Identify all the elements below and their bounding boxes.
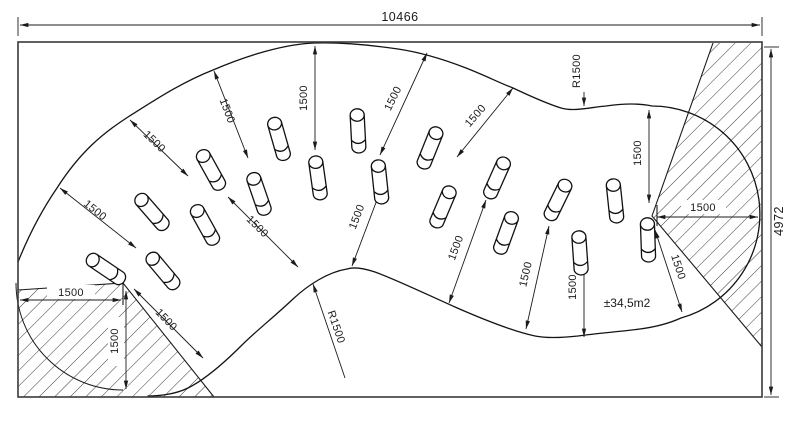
boundary-path: [17, 42, 761, 397]
overall-width-dimension: 10466: [17, 10, 763, 36]
post-cylinder: [134, 192, 170, 232]
post-cylinder: [195, 148, 227, 191]
spacing-dimension: 1500: [213, 70, 249, 159]
spacing-dimension: 1500: [456, 87, 514, 158]
svg-text:1500: 1500: [58, 287, 84, 299]
post-cylinder: [429, 185, 457, 229]
svg-text:1500: 1500: [446, 234, 466, 262]
spacing-dimension: 1500: [298, 45, 318, 151]
spacing-dimension: 1500: [656, 200, 759, 220]
svg-text:1500: 1500: [690, 202, 716, 214]
svg-text:1500: 1500: [244, 214, 271, 241]
post-cylinder: [543, 178, 573, 222]
radius-label: R1500: [571, 54, 583, 88]
svg-text:1500: 1500: [632, 140, 644, 166]
post-cylinder: [349, 108, 367, 154]
overall-height-dimension: 4972: [764, 46, 786, 398]
area-label: ±34,5m2: [604, 296, 651, 310]
post-cylinder: [416, 126, 444, 170]
post-cylinder: [639, 217, 657, 263]
post-cylinder: [571, 230, 589, 276]
post-cylinder: [189, 203, 221, 246]
svg-text:1500: 1500: [347, 203, 367, 231]
svg-text:1500: 1500: [81, 198, 109, 223]
spacing-dimension: 1500: [59, 187, 137, 249]
overall-height-label: 4972: [772, 206, 786, 236]
svg-text:1500: 1500: [109, 328, 121, 354]
frame: [17, 41, 763, 398]
spacing-dimension: 1500: [379, 52, 428, 156]
post-cylinder: [85, 252, 127, 286]
post-cylinder: [246, 171, 272, 216]
svg-text:1500: 1500: [298, 85, 310, 111]
spacing-dimension: 1500: [517, 225, 550, 330]
svg-text:1500: 1500: [141, 129, 168, 155]
svg-text:1500: 1500: [217, 97, 237, 125]
hatch-top-right: [651, 42, 763, 348]
post-cylinder: [308, 155, 328, 201]
spacing-dimension: 1500: [19, 285, 122, 303]
post-cylinder: [605, 178, 625, 224]
post-cylinder: [145, 251, 181, 291]
overall-width-label: 10466: [381, 10, 418, 24]
post-cylinder: [492, 211, 520, 255]
spacing-dimension: 1500: [632, 109, 652, 204]
post-cylinder: [483, 156, 512, 200]
radius-callout-top: R1500: [571, 54, 587, 107]
svg-text:1500: 1500: [517, 260, 534, 288]
posts-group: [85, 108, 657, 291]
post-cylinder: [266, 116, 291, 162]
radius-callout-bottom: R1500: [312, 283, 347, 379]
spacing-dimension: 1500: [108, 290, 129, 390]
svg-text:1500: 1500: [567, 274, 579, 300]
spacing-dimension: 1500: [446, 199, 487, 304]
spacing-dimension: 1500: [129, 119, 189, 177]
post-cylinder: [370, 159, 390, 205]
svg-text:1500: 1500: [668, 253, 687, 281]
svg-text:1500: 1500: [463, 102, 489, 129]
